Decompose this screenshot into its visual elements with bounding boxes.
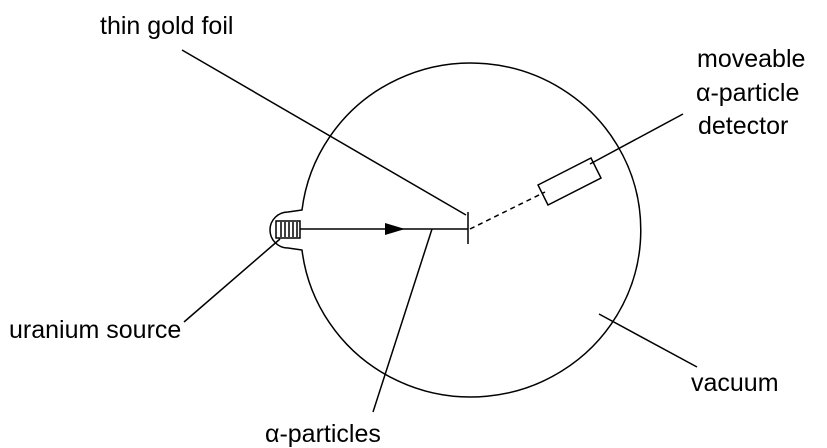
detector-label-line3: detector bbox=[698, 112, 788, 140]
vacuum-leader-line bbox=[598, 313, 698, 368]
particles-label: α-particles bbox=[265, 420, 381, 448]
source-label: uranium source bbox=[9, 316, 181, 344]
alpha-particle-detector bbox=[536, 156, 603, 207]
detector-label-line1: moveable bbox=[697, 45, 805, 73]
detector-leader-line bbox=[589, 113, 684, 165]
detector-label-line2: α-particle bbox=[696, 79, 799, 107]
particles-leader-line bbox=[372, 228, 433, 413]
source-leader-line bbox=[183, 238, 281, 323]
scattered-path bbox=[469, 191, 546, 230]
foil-leader-line bbox=[181, 49, 467, 216]
uranium-source-block bbox=[275, 220, 301, 239]
vacuum-label: vacuum bbox=[691, 369, 779, 397]
vacuum-chamber bbox=[269, 62, 642, 398]
foil-label: thin gold foil bbox=[100, 12, 233, 40]
beam-arrowhead bbox=[385, 223, 405, 235]
